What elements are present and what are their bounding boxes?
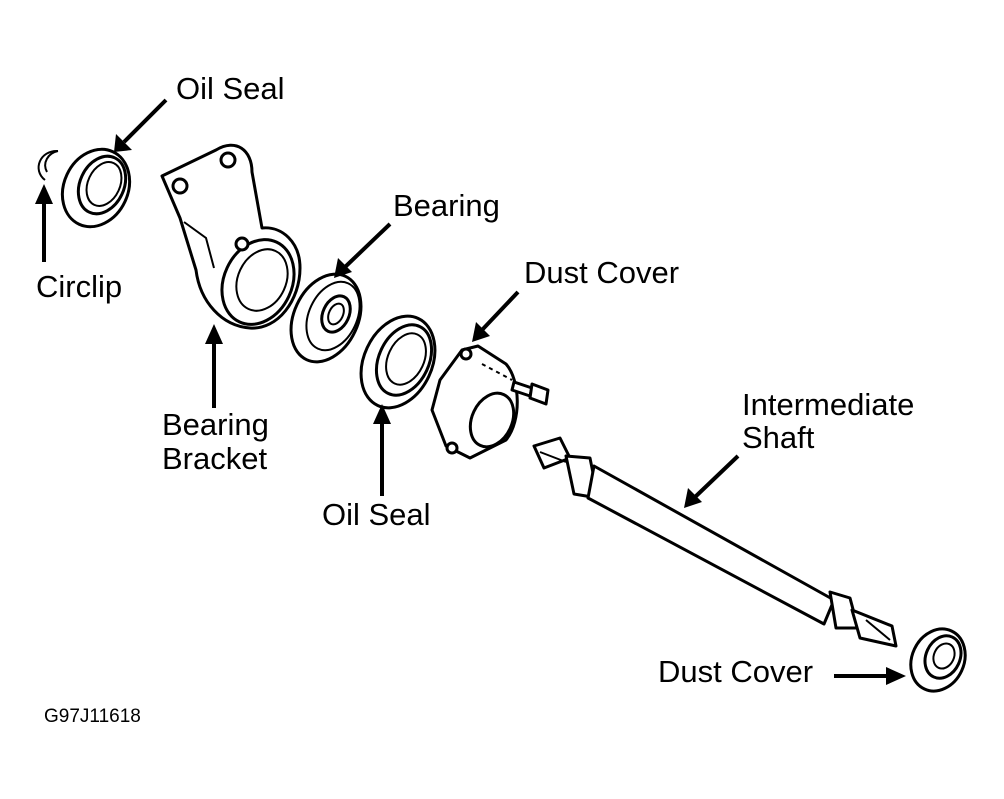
bearing-part	[289, 272, 363, 364]
arrowhead-dust-cover-bottom	[886, 667, 906, 685]
label-bearing-bracket-line1: Bearing	[162, 407, 269, 442]
oil-seal-top-part	[60, 147, 132, 229]
oil-seal-bottom-part	[359, 314, 437, 410]
bolt-part	[510, 380, 550, 406]
label-dust-cover-top: Dust Cover	[524, 255, 680, 290]
intermediate-shaft-part	[532, 436, 898, 648]
label-oil-seal-top: Oil Seal	[176, 71, 285, 106]
arrowhead-oil-seal-top	[114, 134, 132, 152]
arrowhead-bearing	[334, 258, 352, 278]
arrowhead-intermediate-shaft	[684, 488, 702, 508]
bearing-bracket-part	[160, 143, 302, 330]
label-circlip: Circlip	[36, 269, 123, 304]
figure-id: G97J11618	[44, 706, 141, 727]
arrowhead-circlip	[35, 184, 53, 204]
dust-cover-bottom-part	[909, 627, 967, 693]
label-intermediate-shaft-line2: Shaft	[742, 420, 815, 455]
arrowhead-dust-cover-top	[472, 322, 490, 342]
arrowhead-oil-seal-bottom	[373, 404, 391, 424]
arrowhead-bearing-bracket	[205, 324, 223, 344]
label-bearing-bracket-line2: Bracket	[162, 441, 268, 476]
label-dust-cover-bottom: Dust Cover	[658, 654, 814, 689]
label-intermediate-shaft-line1: Intermediate	[742, 387, 915, 422]
circlip-part	[37, 149, 59, 181]
label-oil-seal-bottom: Oil Seal	[322, 497, 431, 532]
label-bearing: Bearing	[393, 188, 500, 223]
leader-arrows	[35, 98, 906, 685]
dust-cover-top-part	[430, 344, 519, 460]
